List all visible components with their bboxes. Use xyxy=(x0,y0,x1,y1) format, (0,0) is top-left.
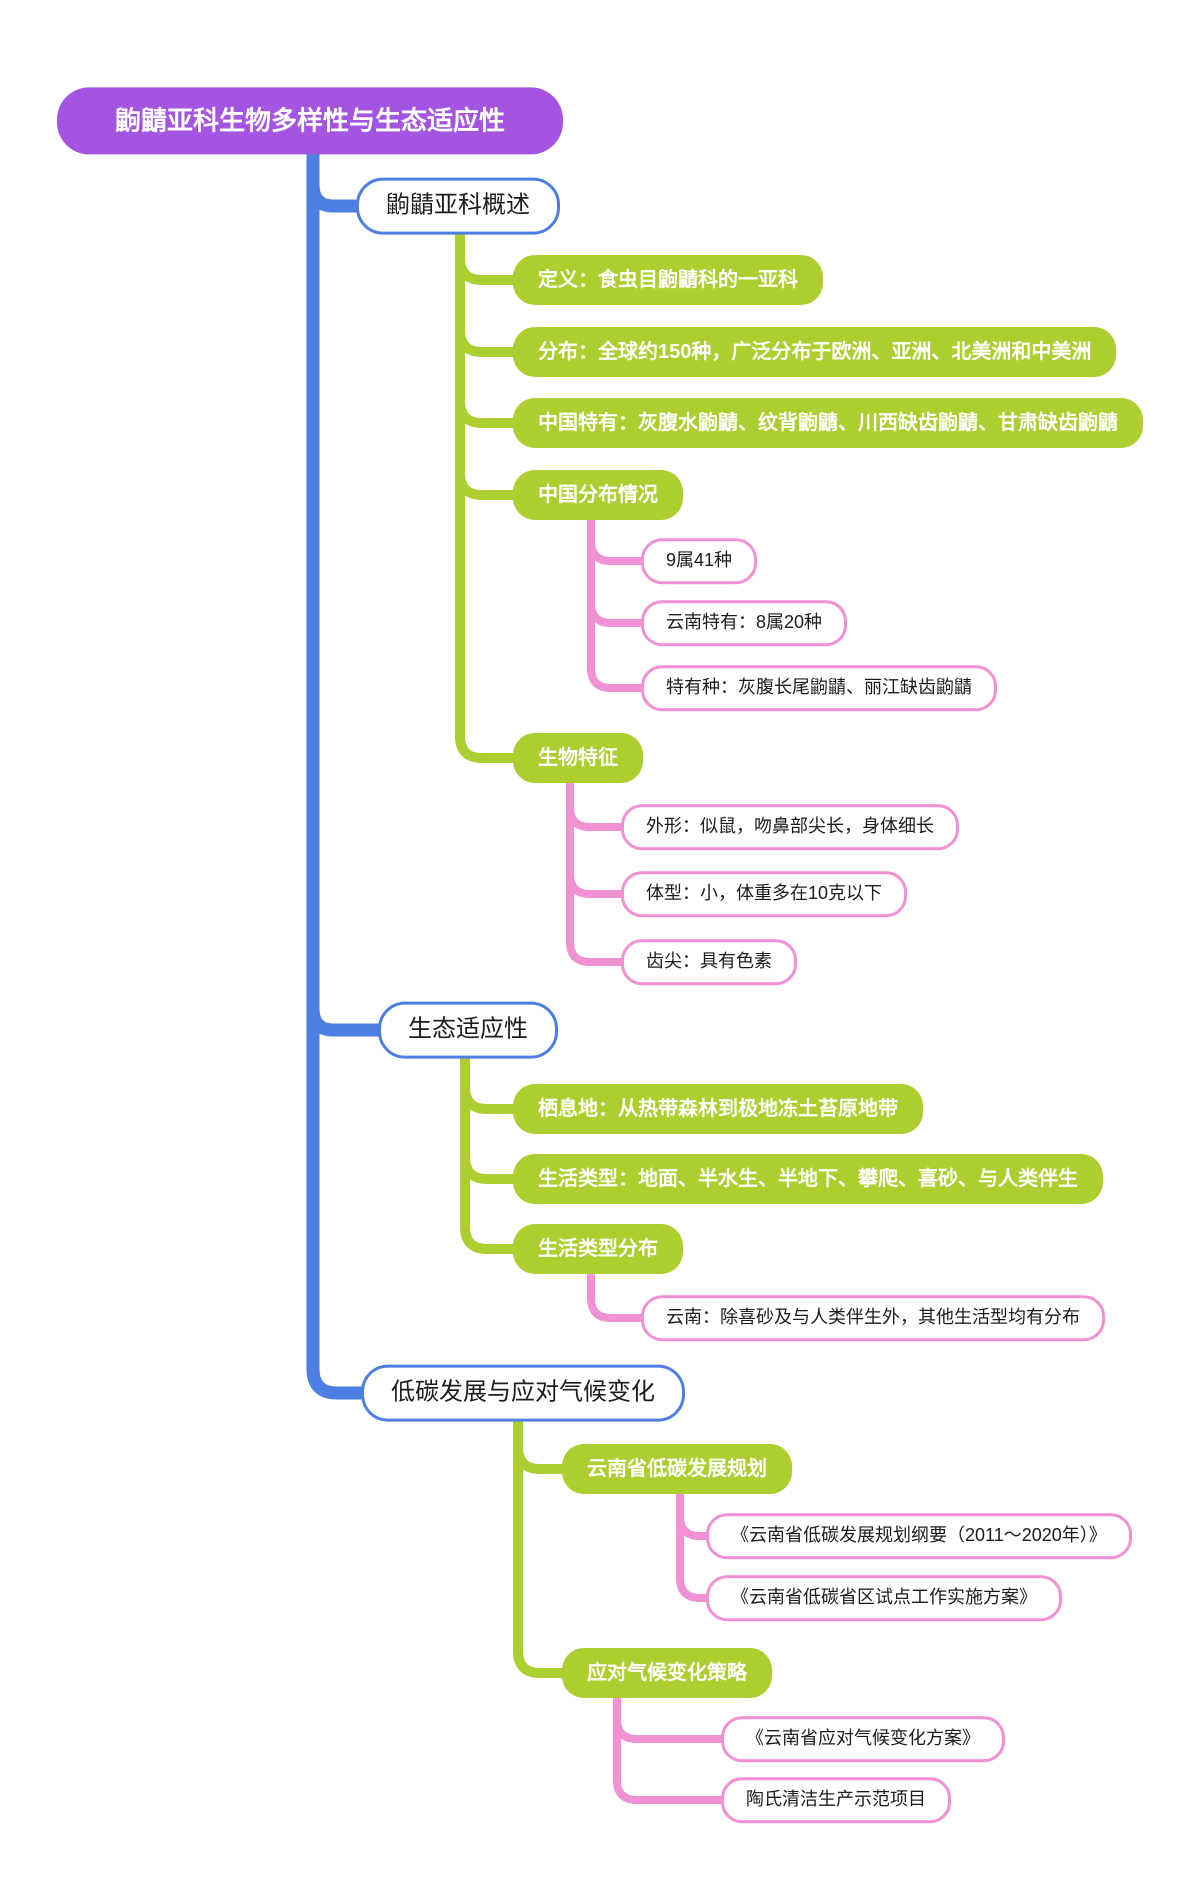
node-yunnan-low-carbon-plan[interactable]: 云南省低碳发展规划 xyxy=(562,1444,792,1494)
node-biological-traits[interactable]: 生物特征 xyxy=(513,733,643,783)
trunk-strategy-pink xyxy=(613,1688,728,1804)
trunk-life-type-pink xyxy=(587,1265,648,1322)
node-low-carbon-climate[interactable]: 低碳发展与应对气候变化 xyxy=(361,1364,685,1422)
trunk-china-distribution-pink xyxy=(587,510,648,692)
node-appearance[interactable]: 外形：似鼠，吻鼻部尖长，身体细长 xyxy=(621,804,959,850)
node-china-endemic[interactable]: 中国特有：灰腹水鼩鼱、纹背鼩鼱、川西缺齿鼩鼱、甘肃缺齿鼩鼱 xyxy=(513,398,1143,448)
node-pilot-scheme-doc[interactable]: 《云南省低碳省区试点工作实施方案》 xyxy=(706,1575,1062,1621)
trunk-biology-pink xyxy=(566,774,628,966)
node-plan-outline-doc[interactable]: 《云南省低碳发展规划纲要（2011～2020年）》 xyxy=(706,1513,1132,1559)
node-yunnan-endemic-count[interactable]: 云南特有：8属20种 xyxy=(641,600,848,646)
trunk-plan-pink xyxy=(676,1484,713,1602)
node-overview[interactable]: 鼩鼱亚科概述 xyxy=(356,177,560,235)
trunk-ecology-green xyxy=(460,1049,521,1254)
spine-blue xyxy=(306,141,388,1400)
node-china-distribution[interactable]: 中国分布情况 xyxy=(513,470,683,520)
node-root-title[interactable]: 鼩鼱亚科生物多样性与生态适应性 xyxy=(57,87,564,155)
node-yunnan-life-types[interactable]: 云南：除喜砂及与人类伴生外，其他生活型均有分布 xyxy=(641,1295,1105,1341)
node-distribution[interactable]: 分布：全球约150种，广泛分布于欧洲、亚洲、北美洲和中美洲 xyxy=(513,327,1117,377)
node-climate-plan-doc[interactable]: 《云南省应对气候变化方案》 xyxy=(721,1716,1005,1762)
node-tooth-pigment[interactable]: 齿尖：具有色素 xyxy=(621,939,797,985)
node-genera-species-count[interactable]: 9属41种 xyxy=(641,538,758,584)
node-life-type-distribution[interactable]: 生活类型分布 xyxy=(513,1224,683,1274)
node-body-size[interactable]: 体型：小，体重多在10克以下 xyxy=(621,871,908,917)
trunk-lowcarbon-green xyxy=(513,1412,570,1678)
node-habitat[interactable]: 栖息地：从热带森林到极地冻土苔原地带 xyxy=(513,1084,923,1134)
node-endemic-species[interactable]: 特有种：灰腹长尾鼩鼱、丽江缺齿鼩鼱 xyxy=(641,665,997,711)
node-climate-strategy[interactable]: 应对气候变化策略 xyxy=(562,1648,772,1698)
node-definition[interactable]: 定义：食虫目鼩鼱科的一亚科 xyxy=(513,255,823,305)
node-dow-clean-production[interactable]: 陶氏清洁生产示范项目 xyxy=(721,1777,951,1823)
node-life-types[interactable]: 生活类型：地面、半水生、半地下、攀爬、喜砂、与人类伴生 xyxy=(513,1154,1103,1204)
trunk-overview-green xyxy=(455,225,521,763)
node-ecological-adaptability[interactable]: 生态适应性 xyxy=(378,1001,558,1059)
